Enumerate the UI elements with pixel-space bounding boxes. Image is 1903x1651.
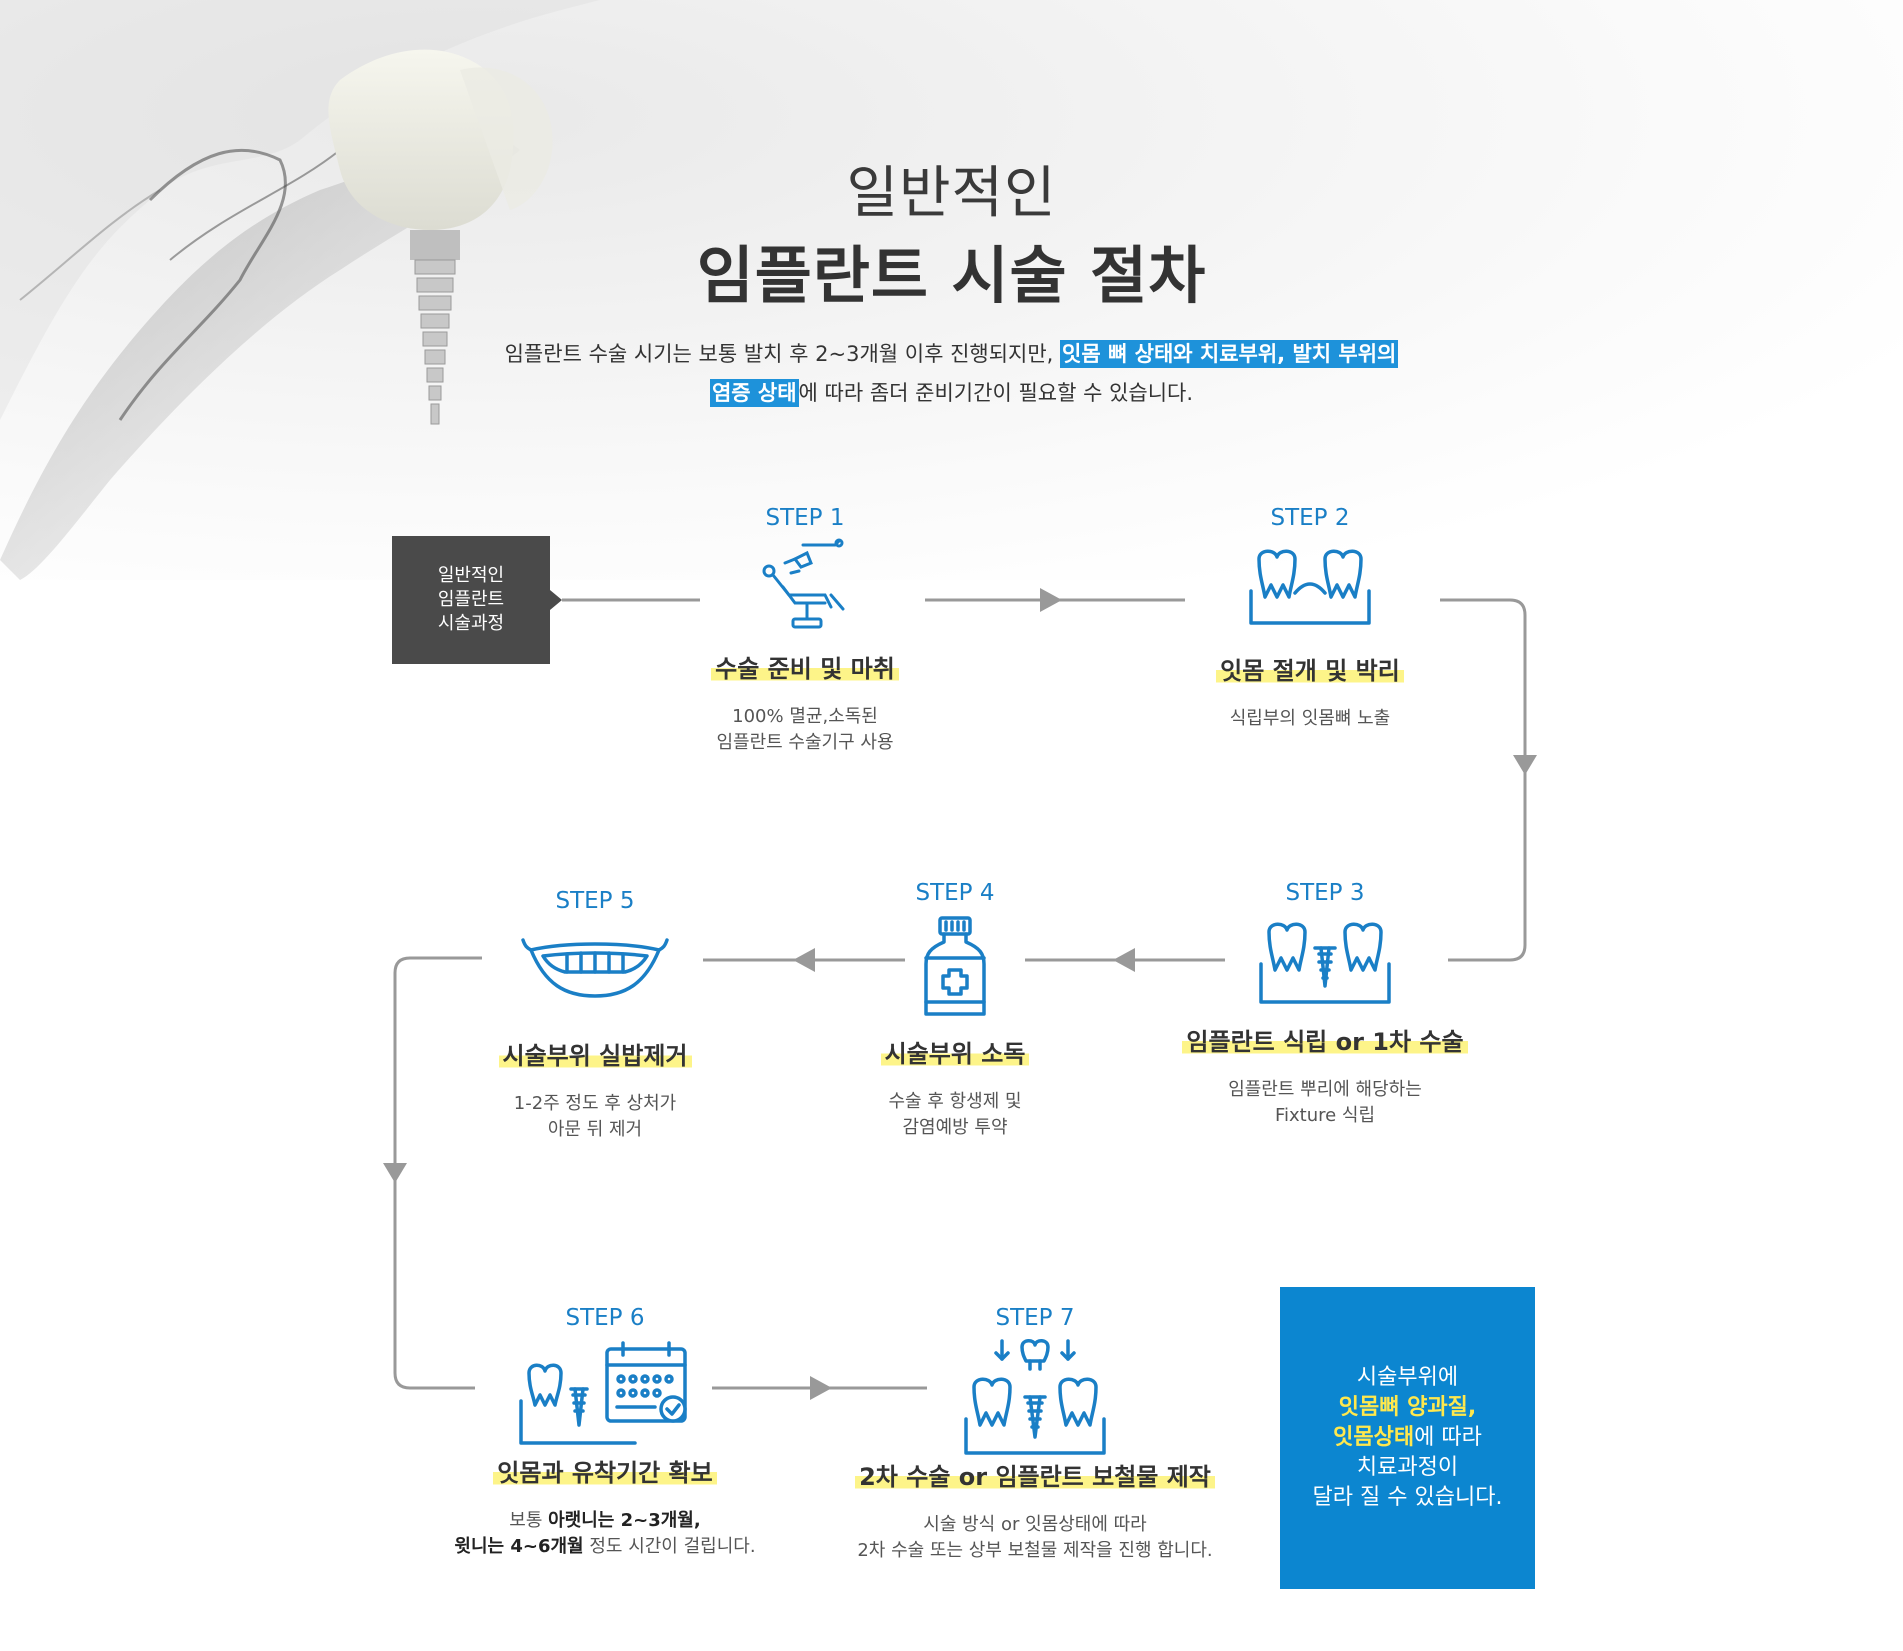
step-4-desc-line2: 감염예방 투약 [902, 1117, 1008, 1138]
step-3-number: STEP 3 [1285, 880, 1365, 906]
arrow-left-1 [1113, 948, 1135, 972]
step-7-desc-line2: 2차 수술 또는 상부 보철물 제작을 진행 합니다. [857, 1540, 1213, 1561]
process-label-box: 일반적인 임플란트 시술과정 [392, 536, 550, 664]
step-5-title: 시술부위 실밥제거 [498, 1036, 692, 1071]
step-7-title: 2차 수술 or 임플란트 보철물 제작 [855, 1457, 1215, 1492]
step-6-number: STEP 6 [565, 1305, 645, 1331]
arrow-down-1 [1513, 755, 1537, 775]
note-line3-plain: 에 따라 [1414, 1425, 1482, 1450]
step-5: STEP 5 시술부위 실밥제거 1-2주 정도 후 상처가 아문 뒤 제거 [445, 888, 745, 1143]
hero-background [0, 0, 1903, 580]
step-5-desc-line2: 아문 뒤 제거 [547, 1119, 643, 1140]
arrow-right-1 [1040, 588, 1062, 612]
step-2-title: 잇몸 절개 및 박리 [1216, 651, 1404, 686]
step-6: STEP 6 잇몸과 유착기간 확보 보통 아랫니는 2~3개월, 윗니는 4~… [420, 1305, 790, 1560]
smile-icon [521, 938, 669, 998]
page-title-line2: 임플란트 시술 절차 [696, 239, 1207, 312]
page-title-line1: 일반적인 [846, 161, 1057, 226]
note-line3-yellow: 잇몸상태 [1333, 1425, 1415, 1450]
step-2: STEP 2 잇몸 절개 및 박리 식립부의 잇몸뼈 노출 [1160, 505, 1460, 732]
step-2-number: STEP 2 [1270, 505, 1350, 531]
gum-incision-icon [1249, 549, 1371, 625]
step-6-desc-line1-b: 아랫니는 2~3개월, [548, 1510, 701, 1531]
step-4-number: STEP 4 [915, 880, 995, 906]
step-3-desc-line1: 임플란트 뿌리에 해당하는 [1228, 1079, 1422, 1100]
step-6-desc-line1: 보통 아랫니는 2~3개월, [420, 1508, 790, 1534]
step-7-desc-line1: 시술 방식 or 잇몸상태에 따라 [923, 1514, 1147, 1535]
step-4-title: 시술부위 소독 [880, 1034, 1030, 1069]
step-1-desc-line2: 임플란트 수술기구 사용 [716, 732, 894, 753]
calendar-tooth-icon [519, 1341, 687, 1445]
arrow-left-2 [793, 948, 815, 972]
intro-line2-highlight: 염증 상태 [709, 379, 799, 407]
note-line3: 잇몸상태에 따라 [1280, 1423, 1535, 1453]
step-6-title: 잇몸과 유착기간 확보 [493, 1453, 717, 1488]
implant-placement-icon [1259, 922, 1391, 1004]
arrow-right-2 [810, 1376, 832, 1400]
step-6-desc-line2-a: 윗니는 4~6개월 [454, 1536, 584, 1557]
note-line4: 치료과정이 [1356, 1455, 1459, 1480]
step-6-desc-line1-a: 보통 [509, 1510, 549, 1531]
arrow-down-2 [383, 1163, 407, 1183]
note-line2: 잇몸뼈 양과질, [1338, 1395, 1477, 1420]
step-3: STEP 3 임플란트 식립 or 1차 수술 임플란트 뿌리에 해당하는 Fi… [1175, 880, 1475, 1129]
step-7: STEP 7 2차 수술 or 임플란트 보철물 제작 시술 방식 or 잇몸상… [840, 1305, 1230, 1564]
step-2-desc-line1: 식립부의 잇몸뼈 노출 [1229, 708, 1391, 729]
step-6-desc-line2: 윗니는 4~6개월 정도 시간이 걸립니다. [420, 1534, 790, 1560]
note-line1: 시술부위에 [1356, 1365, 1459, 1390]
intro-line1: 임플란트 수술 시기는 보통 발치 후 2~3개월 이후 진행되지만, 잇몸 뼈… [0, 338, 1903, 368]
step-1: STEP 1 수술 준비 및 마취 100% 멸균,소독된 임플란트 수술기구 … [655, 505, 955, 756]
step-3-desc-line2: Fixture 식립 [1274, 1105, 1376, 1126]
intro-line1-text: 임플란트 수술 시기는 보통 발치 후 2~3개월 이후 진행되지만, [504, 342, 1061, 366]
disinfectant-bottle-icon [924, 916, 986, 1016]
note-box: 시술부위에 잇몸뼈 양과질, 잇몸상태에 따라 치료과정이 달라 질 수 있습니… [1280, 1287, 1535, 1589]
step-4-desc-line1: 수술 후 항생제 및 [888, 1091, 1022, 1112]
step-4: STEP 4 시술부위 소독 수술 후 항생제 및 감염예방 투약 [805, 880, 1105, 1141]
implant-illustration [0, 0, 600, 580]
crown-placement-icon [964, 1339, 1106, 1455]
intro-line1-highlight: 잇몸 뼈 상태와 치료부위, 발치 부위의 [1060, 340, 1399, 368]
step-7-number: STEP 7 [995, 1305, 1075, 1331]
intro-line2-text: 에 따라 좀더 준비기간이 필요할 수 있습니다. [798, 381, 1194, 405]
step-1-number: STEP 1 [765, 505, 845, 531]
step-5-desc-line1: 1-2주 정도 후 상처가 [513, 1093, 677, 1114]
label-box-pointer [550, 590, 562, 610]
step-5-number: STEP 5 [555, 888, 635, 914]
label-line1: 일반적인 [437, 565, 505, 586]
note-line5: 달라 질 수 있습니다. [1312, 1485, 1503, 1510]
label-line3: 시술과정 [437, 613, 505, 634]
intro-line2: 염증 상태에 따라 좀더 준비기간이 필요할 수 있습니다. [0, 377, 1903, 407]
label-line2: 임플란트 [437, 589, 505, 610]
step-1-title: 수술 준비 및 마취 [711, 649, 899, 684]
step-6-desc-line2-b: 정도 시간이 걸립니다. [583, 1536, 756, 1557]
step-3-title: 임플란트 식립 or 1차 수술 [1182, 1022, 1468, 1057]
dental-chair-icon [762, 538, 845, 629]
step-1-desc-line1: 100% 멸균,소독된 [732, 706, 878, 727]
